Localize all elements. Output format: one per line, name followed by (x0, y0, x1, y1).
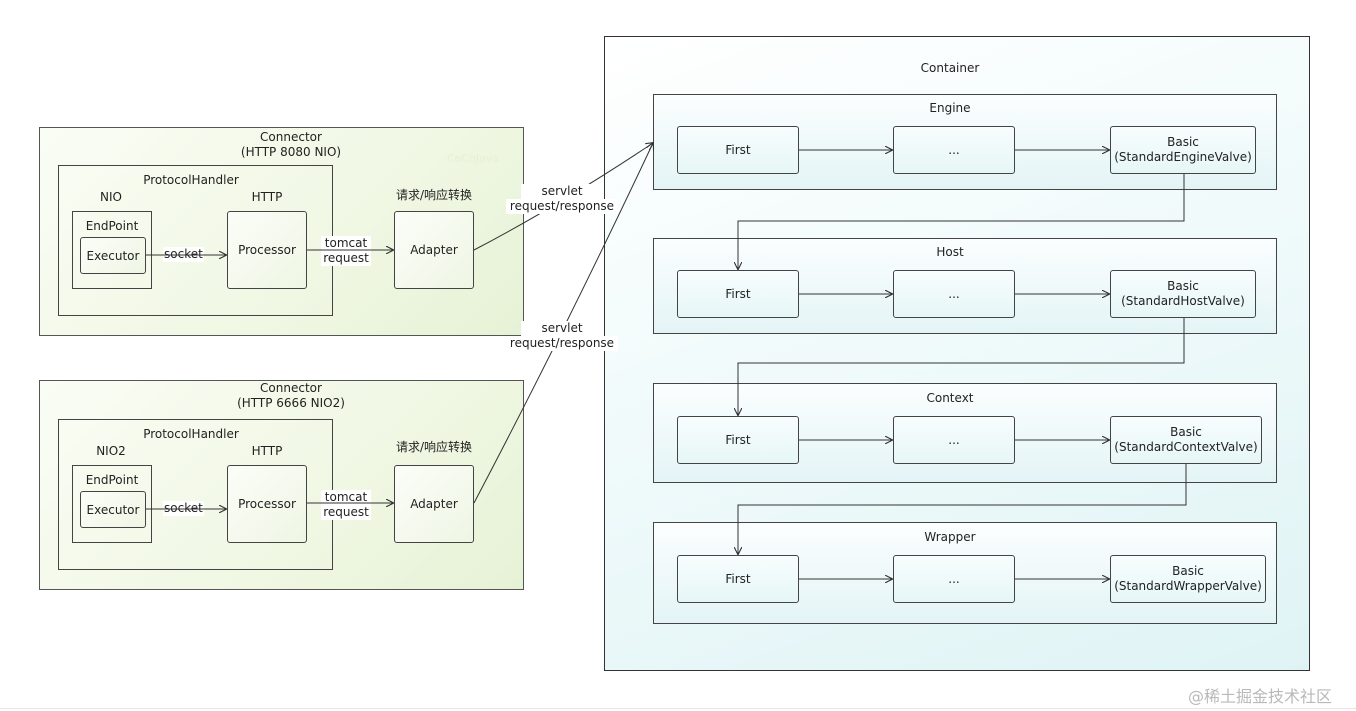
wrapper-first-valve: First (677, 555, 799, 603)
protocol-handler-2-label: ProtocolHandler (143, 427, 239, 441)
edge-context-basic-wrapper-first (738, 464, 1187, 554)
endpoint-2 (72, 465, 152, 543)
bottom-divider (0, 708, 1356, 709)
adapter-2: Adapter (394, 465, 474, 543)
servlet-label-1: servlet (521, 184, 603, 199)
engine-middle-valve: ... (893, 126, 1015, 174)
connector-1-subtitle: (HTTP 8080 NIO) (240, 145, 342, 159)
edge-host-basic-context-first (738, 318, 1185, 415)
tomcat-label-2: tomcat (321, 490, 371, 505)
connector-2-title: Connector (260, 381, 322, 395)
wrapper-first-label: First (725, 571, 751, 586)
context-basic-valve: Basic(StandardContextValve) (1110, 416, 1262, 464)
host-first-valve: First (677, 270, 799, 318)
context-middle-label: ... (948, 432, 960, 447)
context-basic-label: Basic (1170, 425, 1202, 439)
wrapper-basic-valve: Basic(StandardWrapperValve) (1110, 555, 1266, 603)
engine-basic-label: Basic (1167, 135, 1199, 149)
connector-1-watermark: CoCoJava (447, 152, 500, 165)
protocol-handler-1-label: ProtocolHandler (143, 173, 239, 187)
endpoint-1-label: EndPoint (85, 219, 139, 233)
request-response-label-1: request/response (506, 199, 618, 214)
http-label-2: HTTP (251, 444, 283, 458)
edge-engine-basic-host-first (738, 174, 1185, 269)
executor-1: Executor (80, 237, 146, 274)
wrapper-basic-label: Basic (1172, 564, 1204, 578)
host-first-label: First (725, 286, 751, 301)
executor-2: Executor (80, 491, 146, 528)
context-middle-valve: ... (893, 416, 1015, 464)
pipeline-wrapper-label: Wrapper (924, 530, 976, 544)
http-label-1: HTTP (251, 190, 283, 204)
container-title: Container (920, 61, 980, 75)
processor-2: Processor (227, 465, 307, 543)
context-first-valve: First (677, 416, 799, 464)
request-label-1: request (321, 251, 371, 266)
tomcat-label-1: tomcat (321, 236, 371, 251)
host-middle-valve: ... (893, 270, 1015, 318)
io-label-2: NIO2 (96, 444, 126, 458)
engine-basic-valve: Basic(StandardEngineValve) (1110, 126, 1256, 174)
wrapper-middle-label: ... (948, 571, 960, 586)
request-label-2: request (321, 505, 371, 520)
footer-watermark: @稀土掘金技术社区 (1188, 687, 1333, 706)
host-basic-label: Basic (1167, 279, 1199, 293)
adapter-1-caption: 请求/响应转换 (395, 188, 473, 202)
pipeline-host-label: Host (936, 245, 964, 259)
endpoint-2-label: EndPoint (85, 473, 139, 487)
pipeline-context-label: Context (926, 391, 974, 405)
adapter-2-caption: 请求/响应转换 (395, 440, 473, 454)
servlet-label-2: servlet (521, 321, 603, 336)
pipeline-engine-label: Engine (929, 101, 971, 115)
endpoint-1 (72, 211, 152, 289)
processor-1: Processor (227, 211, 307, 289)
context-first-label: First (725, 432, 751, 447)
engine-basic-valve-name: (StandardEngineValve) (1114, 150, 1252, 164)
connector-1-title: Connector (260, 130, 322, 144)
host-basic-valve-name: (StandardHostValve) (1121, 294, 1245, 308)
adapter-1: Adapter (394, 211, 474, 289)
engine-middle-label: ... (948, 142, 960, 157)
host-middle-label: ... (948, 286, 960, 301)
io-label-1: NIO (100, 190, 122, 204)
request-response-label-2: request/response (506, 336, 618, 351)
engine-first-valve: First (677, 126, 799, 174)
connector-2-subtitle: (HTTP 6666 NIO2) (237, 396, 345, 410)
host-basic-valve: Basic(StandardHostValve) (1110, 270, 1256, 318)
engine-first-label: First (725, 142, 751, 157)
context-basic-valve-name: (StandardContextValve) (1114, 440, 1258, 454)
wrapper-middle-valve: ... (893, 555, 1015, 603)
wrapper-basic-valve-name: (StandardWrapperValve) (1114, 579, 1262, 593)
